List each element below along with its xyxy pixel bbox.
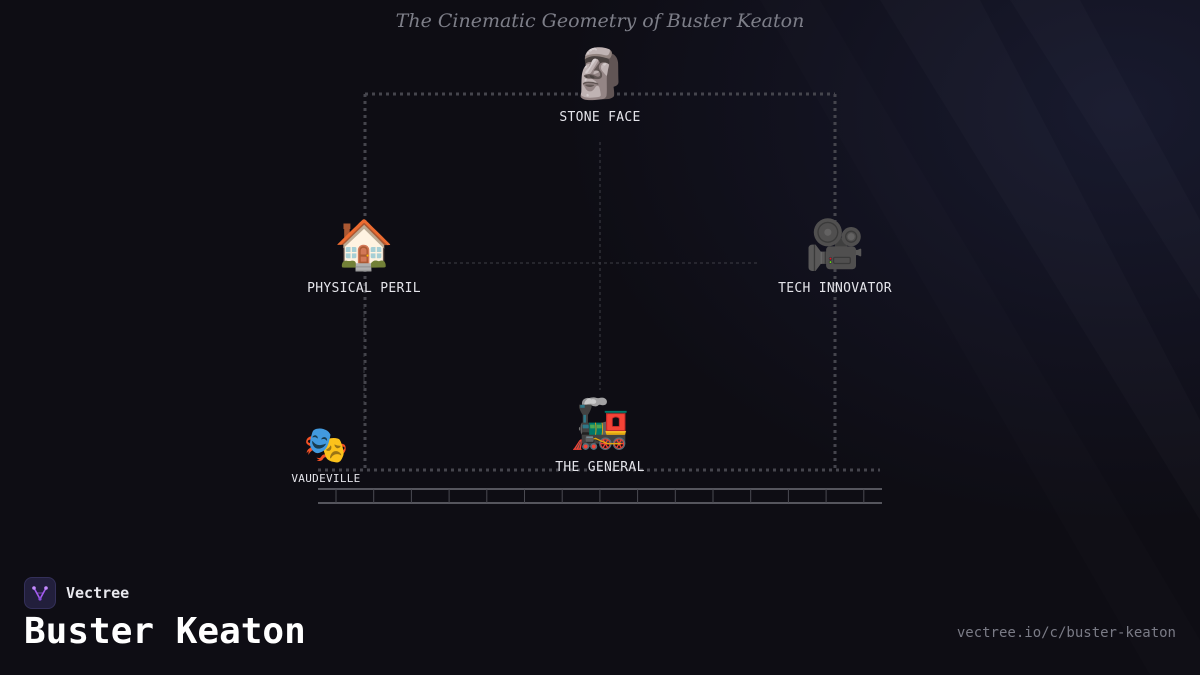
moai-icon: 🗿 xyxy=(570,46,630,102)
node-label-the-general: THE GENERAL xyxy=(555,460,645,475)
node-tech-innovator: 🎥 TECH INNOVATOR xyxy=(735,221,935,296)
page-title: Buster Keaton xyxy=(24,611,306,652)
node-label-vaudeville: VAUDEVILLE xyxy=(291,472,361,485)
node-the-general: 🚂 THE GENERAL xyxy=(500,400,700,475)
node-stone-face: 🗿 STONE FACE xyxy=(500,50,700,125)
house-icon: 🏠 xyxy=(334,217,394,273)
node-vaudeville: 🎭 VAUDEVILLE xyxy=(226,425,426,486)
diagram-title: The Cinematic Geometry of Buster Keaton xyxy=(395,10,805,32)
node-label-stone-face: STONE FACE xyxy=(559,110,641,125)
node-label-physical-peril: PHYSICAL PERIL xyxy=(307,281,421,296)
movie-camera-icon: 🎥 xyxy=(805,217,865,273)
vectree-logo-icon xyxy=(24,577,56,609)
page-url-link[interactable]: vectree.io/c/buster-keaton xyxy=(956,625,1176,641)
brand[interactable]: Vectree xyxy=(24,577,129,609)
node-physical-peril: 🏠 PHYSICAL PERIL xyxy=(264,221,464,296)
railroad-track xyxy=(318,488,882,504)
performing-arts-icon: 🎭 xyxy=(303,425,349,466)
node-label-tech-innovator: TECH INNOVATOR xyxy=(778,281,892,296)
locomotive-icon: 🚂 xyxy=(570,396,630,452)
brand-name: Vectree xyxy=(66,584,130,602)
